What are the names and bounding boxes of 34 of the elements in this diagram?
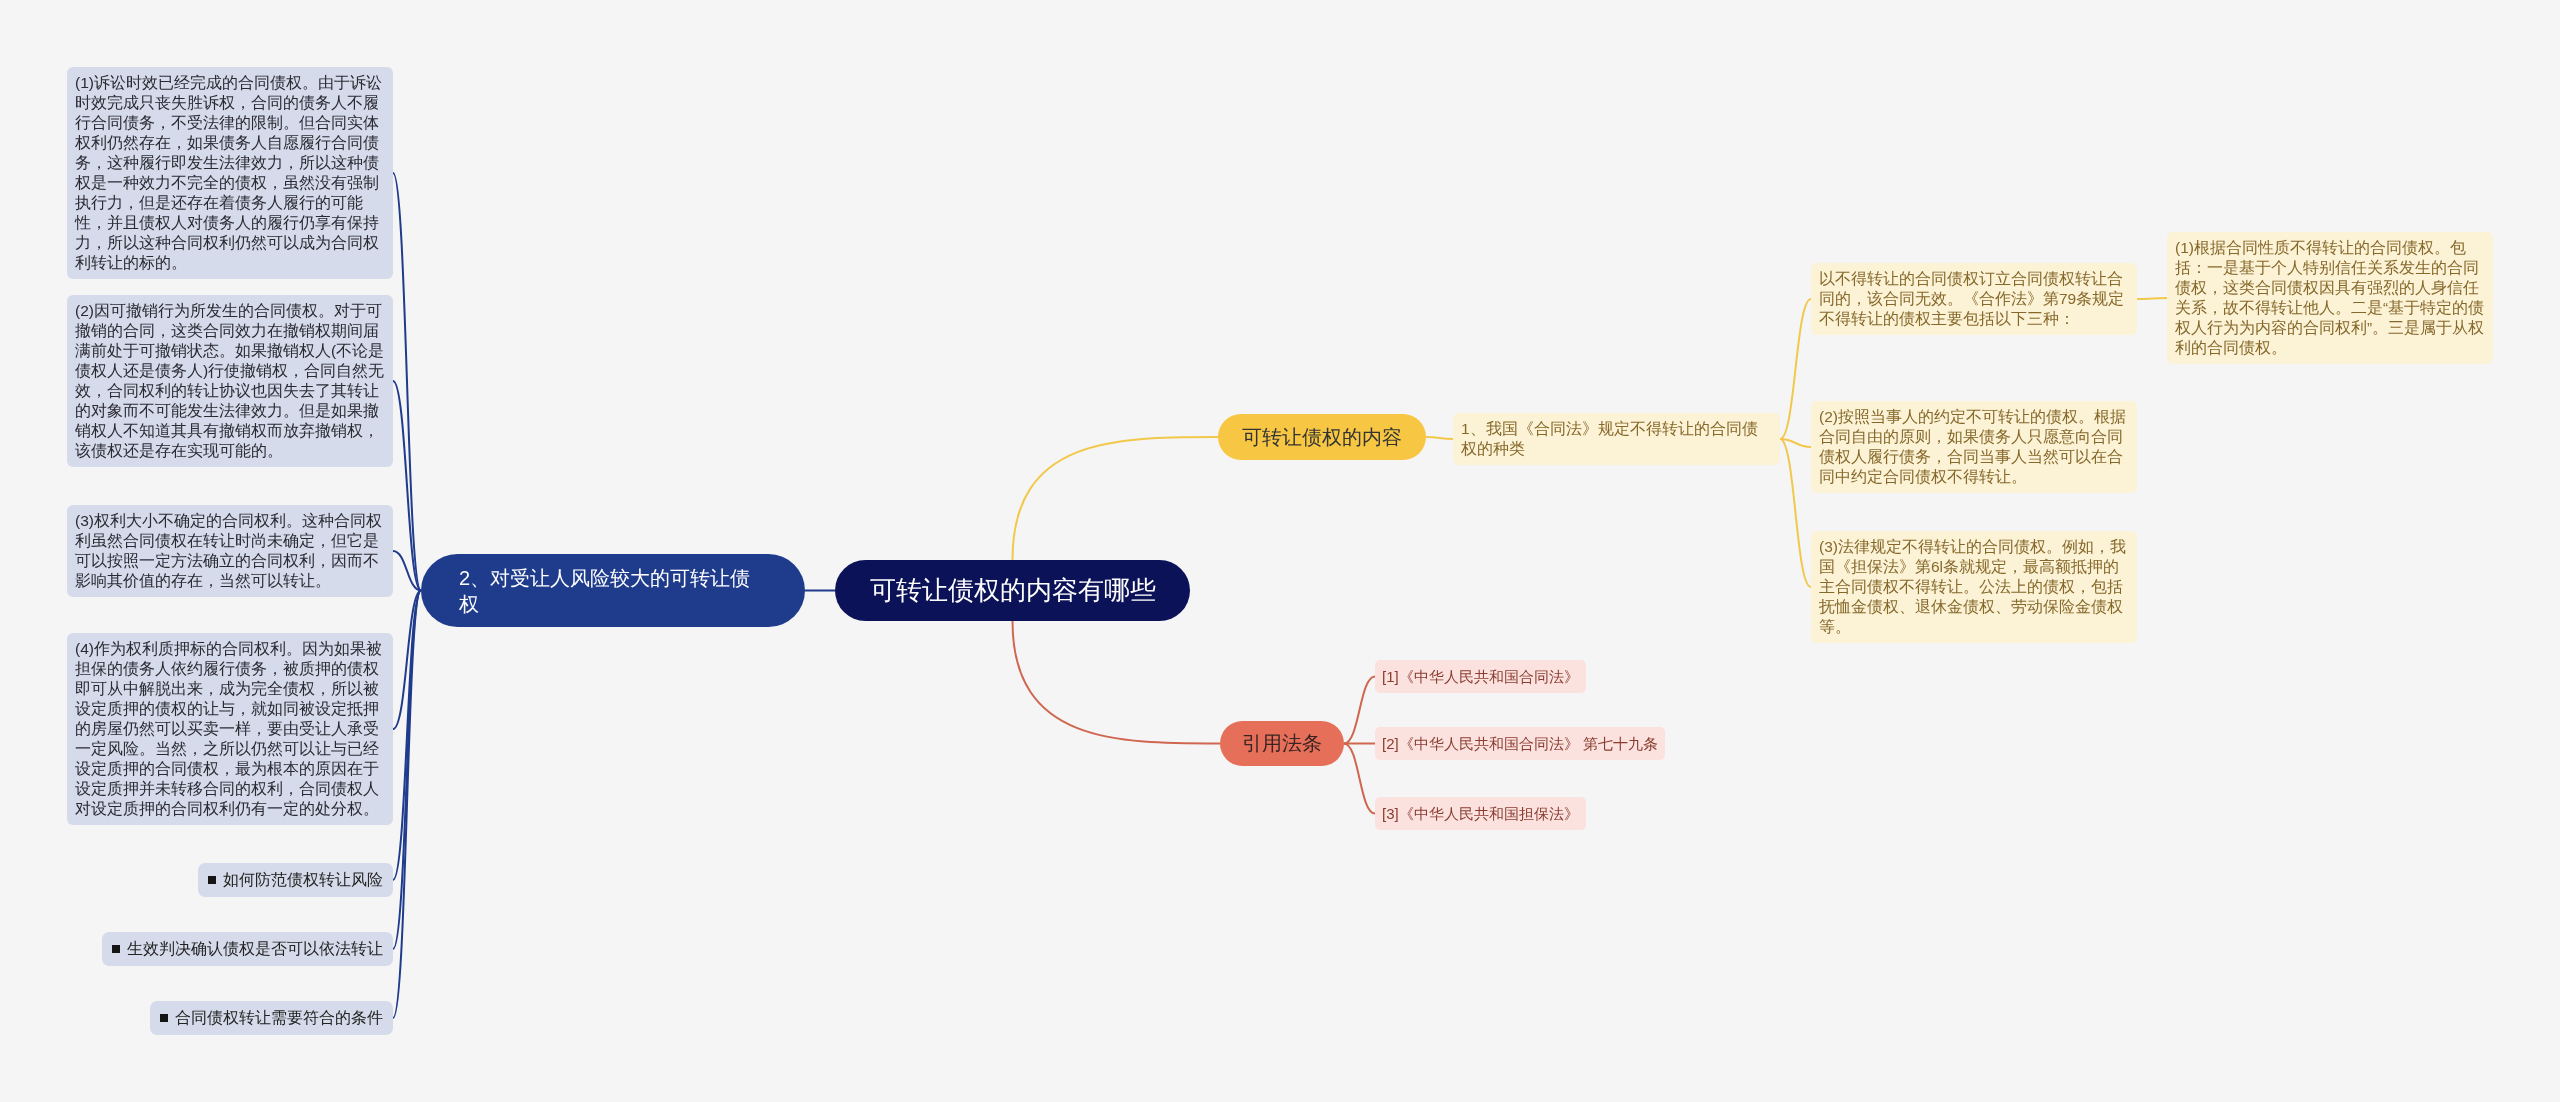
connector-line: [1779, 298, 1812, 440]
note-card: (2)按照当事人的约定不可转让的债权。根据合同自由的原则，如果债务人只愿意向合同债权人履行债务，合同当事人当然可以在合同中约定合同债权不得转让。: [1811, 401, 2137, 493]
reference-tag: [1]《中华人民共和国合同法》: [1375, 660, 1586, 693]
note-card: (1)诉讼时效已经完成的合同债权。由于诉讼时效完成只丧失胜诉权，合同的债务人不履行合同债务，不受法律的限制。但合同实体权利仍然存在，如果债务人自愿履行合同债务，这种履行即发生法律效力，所以这种债权是一种效力不完全的债权，虽然没有强制执行力，但是还存在着债务人履行的可能性，并且债权人对债务人的履行仍享有保持力，所以这种合同权利仍然可以成为合同权利转让的标的。: [67, 67, 393, 279]
connector-line: [804, 589, 836, 592]
note-card: 1、我国《合同法》规定不得转让的合同债权的种类: [1453, 413, 1780, 465]
note-card: (2)因可撤销行为所发生的合同债权。对于可撤销的合同，这类合同效力在撤销权期间届满前处于可撤销状态。如果撤销权人(不论是债权人还是债务人)行使撤销权，合同自然无效，合同权利的转让协议也因失去了其转让的对象而不可能发生法律效力。但是如果撤销权人不知道其具有撤销权而放弃撤销权，该债权还是存在实现可能的。: [67, 295, 393, 467]
connector-line: [1343, 742, 1376, 815]
note-card: (3)法律规定不得转让的合同债权。例如，我国《担保法》第6l条就规定，最高额抵押的主合同债权不得转让。公法上的债权，包括抚恤金债权、退休金债权、劳动保险金债权等。: [1811, 531, 2137, 643]
note-card: (3)权利大小不确定的合同权利。这种合同权利虽然合同债权在转让时尚未确定，但它是可以按照一定方法确立的合同权利，因而不影响其价值的存在，当然可以转让。: [67, 505, 393, 597]
note-card: 以不得转让的合同债权订立合同债权转让合同的，该合同无效。《合作法》第79条规定不得转让的债权主要包括以下三种：: [1811, 263, 2137, 335]
topic-text: 生效判决确认债权是否可以依法转让: [127, 938, 383, 959]
connector-line: [392, 380, 422, 592]
related-topic-card: [198, 863, 393, 897]
note-card: (1)根据合同性质不得转让的合同债权。包括：一是基于个人特别信任关系发生的合同债权，这类合同债权因具有强烈的人身信任关系，故不得转让他人。二是“基于特定的债权人行为为内容的合同权利”。三是属于从权利的合同债权。: [2167, 232, 2493, 364]
related-topic-card: [102, 932, 393, 966]
topic-text: 合同债权转让需要符合的条件: [175, 1007, 383, 1028]
central-topic: 可转让债权的内容有哪些: [835, 560, 1190, 621]
branch-topic: 引用法条: [1220, 721, 1344, 766]
note-card: (4)作为权利质押标的合同权利。因为如果被担保的债务人依约履行债务，被质押的债权即可从中解脱出来，成为完全债权，所以被设定质押的债权的让与，就如同被设定抵押的房屋仍然可以买卖一样，要由受让人承受一定风险。当然，之所以仍然可以让与已经设定质押的合同债权，最为根本的原因在于设定质押并未转移合同的权利，合同债权人对设定质押的合同权利仍有一定的处分权。: [67, 633, 393, 825]
topic-text: 如何防范债权转让风险: [223, 869, 383, 890]
branch-topic: 2、对受让人风险较大的可转让债权: [421, 554, 805, 627]
reference-tag: [2]《中华人民共和国合同法》 第七十九条: [1375, 727, 1665, 760]
related-topic-card: [150, 1001, 393, 1035]
connector-line: [1779, 438, 1812, 448]
connector-line: [392, 550, 422, 592]
connector-line: [2136, 297, 2168, 300]
connector-line: [1779, 438, 1812, 588]
branch-topic: 可转让债权的内容: [1218, 414, 1426, 460]
connector-line: [1011, 620, 1221, 745]
connector-line: [1425, 436, 1454, 440]
connector-line: [1343, 675, 1376, 745]
reference-tag: [3]《中华人民共和国担保法》: [1375, 797, 1586, 830]
connector-line: [1011, 436, 1219, 561]
